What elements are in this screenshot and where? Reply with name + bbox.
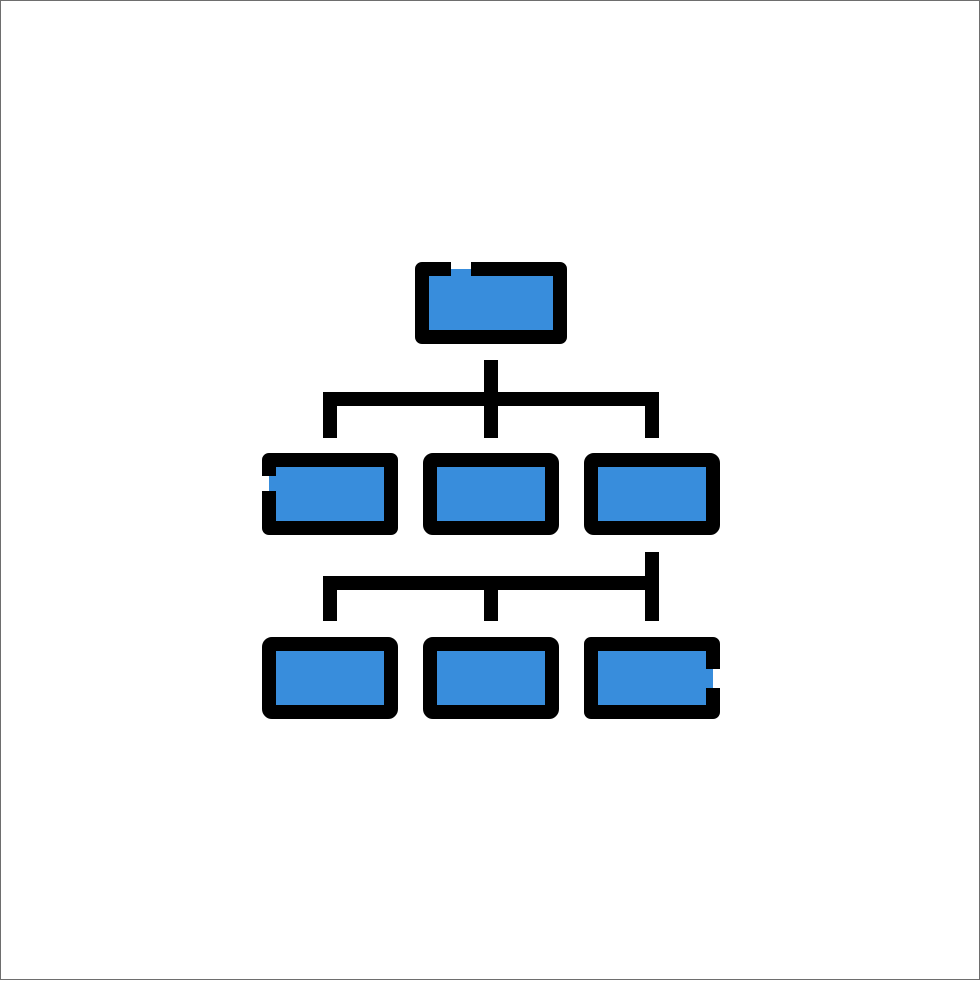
node-root	[415, 262, 567, 344]
node-level3-center	[423, 637, 559, 719]
node-level2-left	[262, 453, 398, 535]
node-level2-center	[423, 453, 559, 535]
node-level2-right	[584, 453, 720, 535]
node-level3-left	[262, 637, 398, 719]
connector-lines	[323, 360, 659, 621]
connector-level3-bracket	[323, 576, 652, 621]
connector-level2-bracket	[323, 392, 659, 438]
node-level3-right	[584, 637, 720, 719]
